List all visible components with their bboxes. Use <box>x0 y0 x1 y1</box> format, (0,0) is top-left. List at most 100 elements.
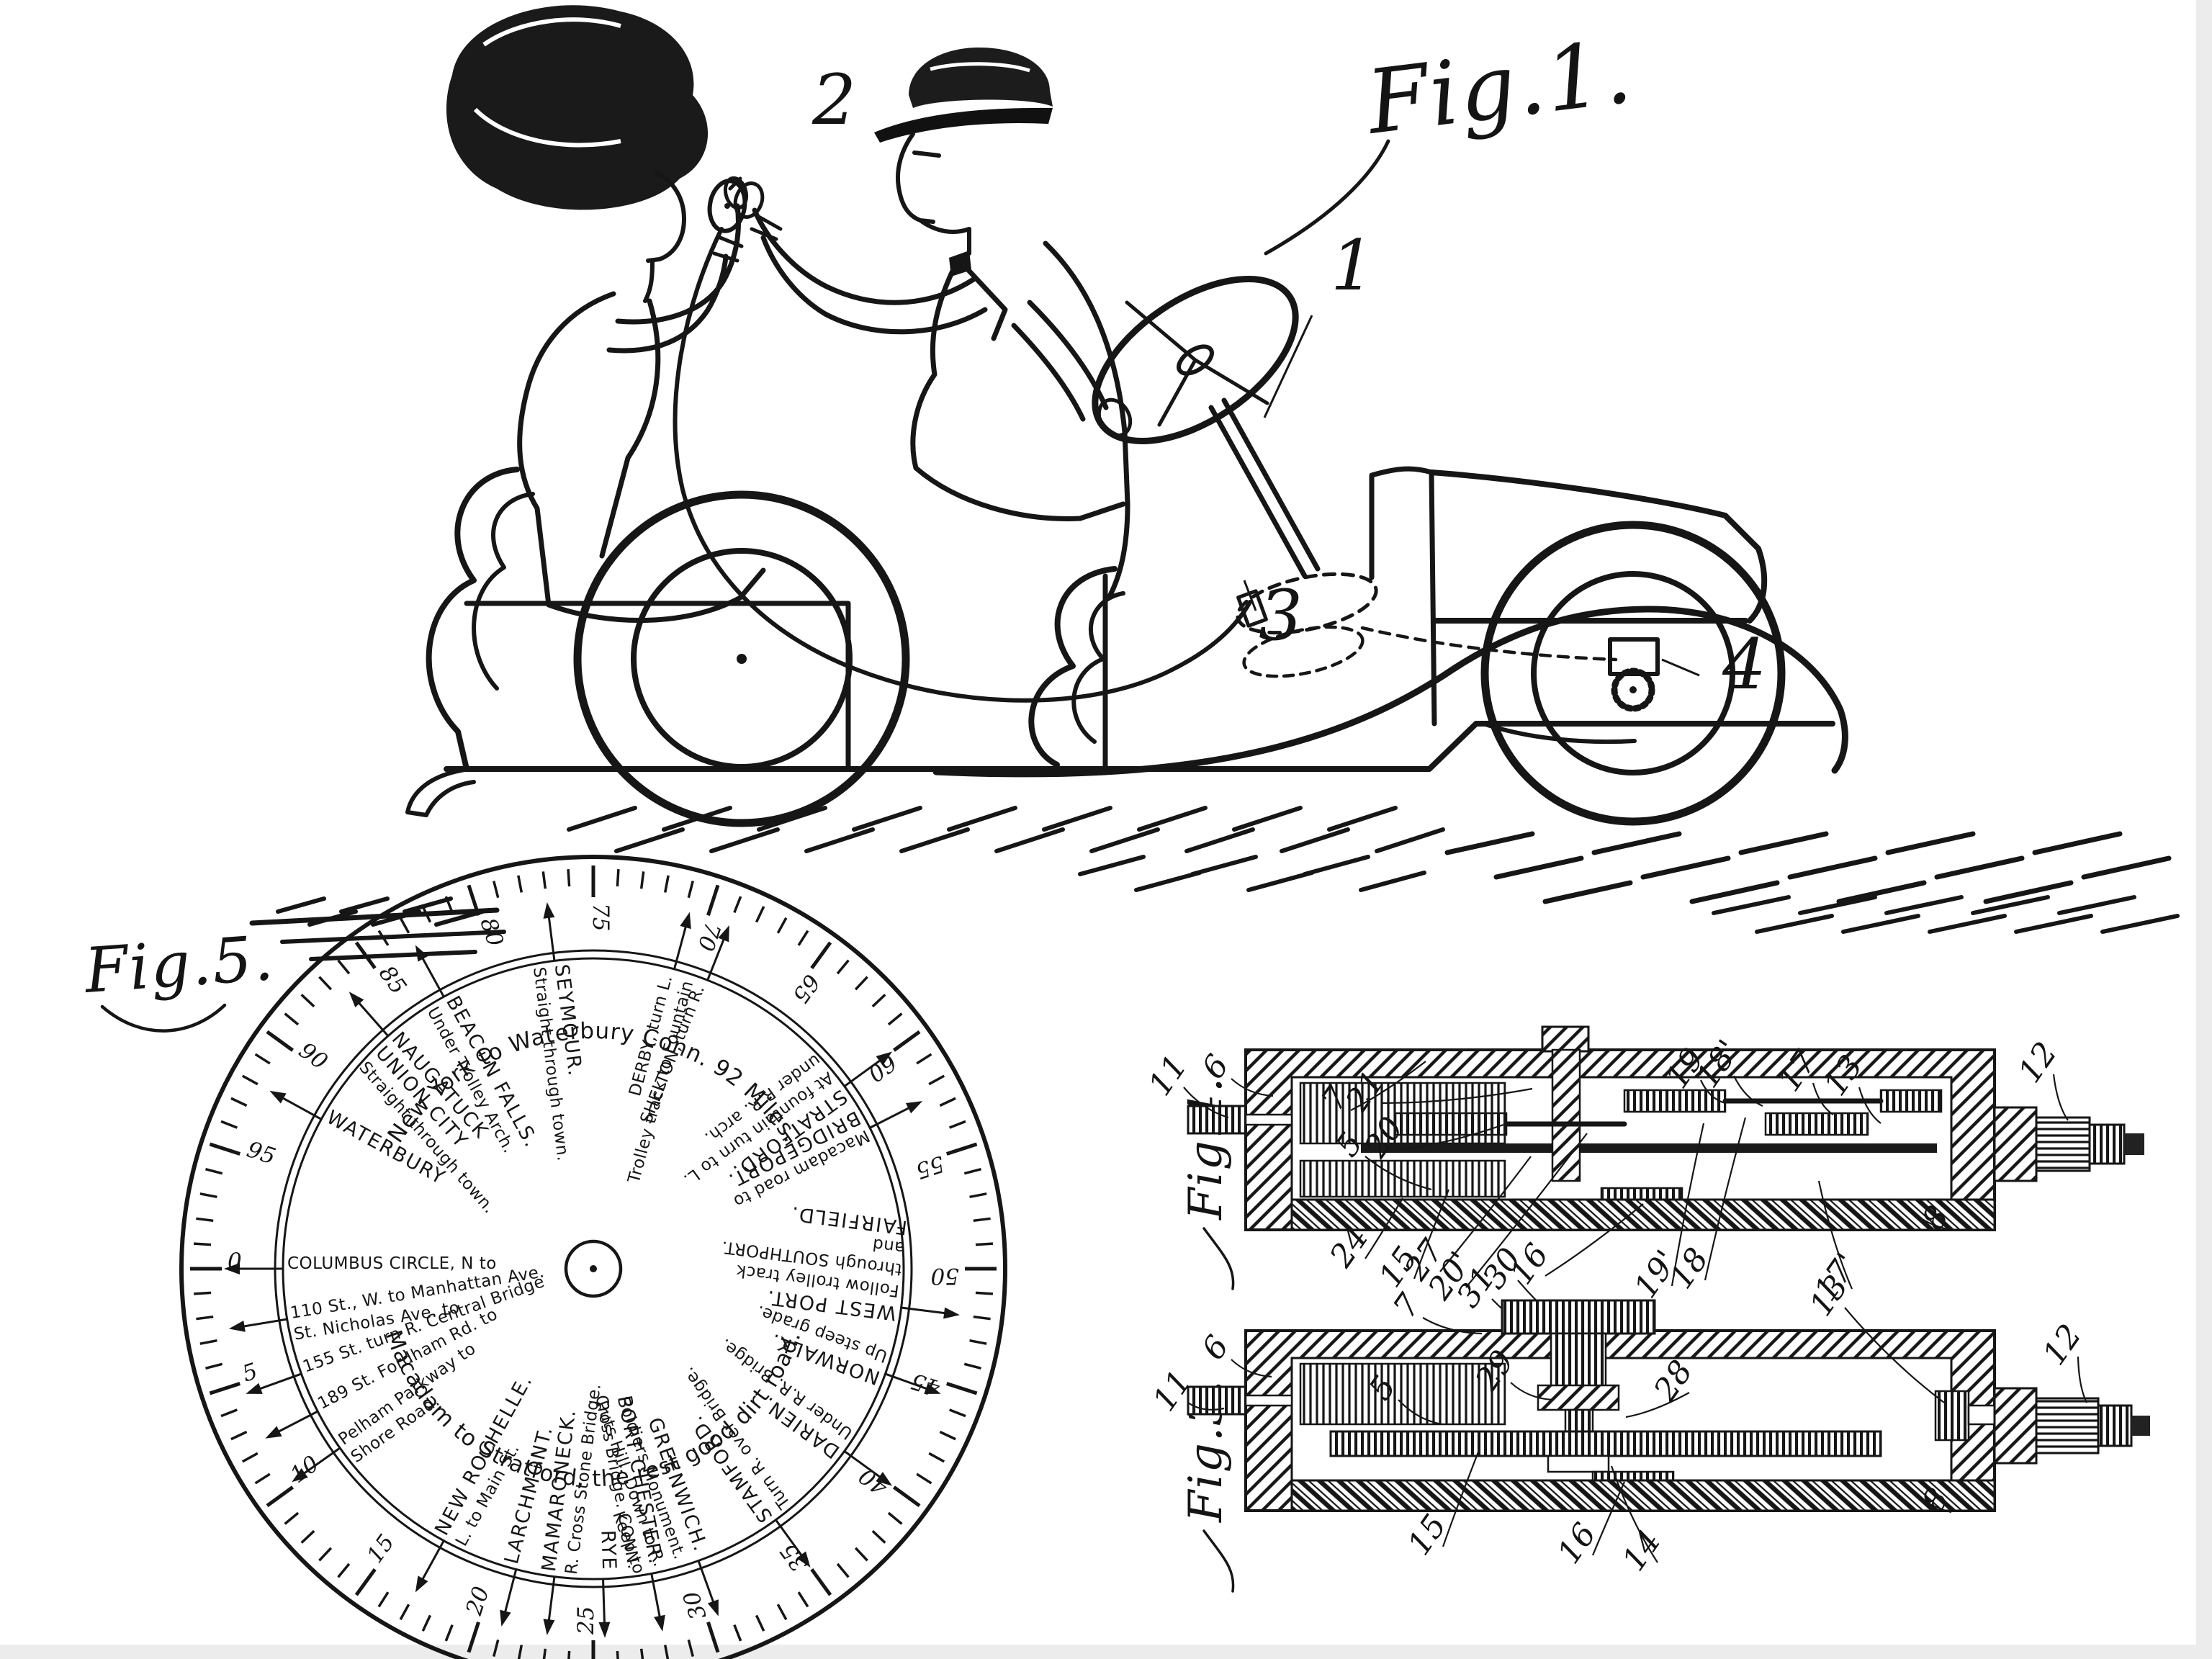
dial-entry-pointer <box>257 1372 302 1391</box>
dial-entry-pointer <box>706 937 726 980</box>
dial-major-tick <box>706 1621 720 1653</box>
ground-stroke <box>2100 914 2180 934</box>
dial-entry-arrowhead <box>598 1622 611 1638</box>
fig3-output-boss <box>1993 1387 2038 1465</box>
dial-minor-tick <box>220 1408 238 1418</box>
part-leader <box>1704 1117 1747 1281</box>
ground-stroke <box>1327 806 1398 832</box>
dial-minor-tick <box>205 1168 223 1175</box>
woman-arm <box>606 203 741 354</box>
fig4-plate <box>1361 1143 1937 1153</box>
dial-minor-tick <box>663 875 670 893</box>
dial-route-entry: DERBY, turn L.Trolley track to Fountain <box>624 973 697 1186</box>
part-leader <box>1610 1465 1658 1563</box>
ground-stroke <box>804 827 875 853</box>
dial-mile-label: 65 <box>787 969 824 1007</box>
dial-minor-tick <box>973 1315 991 1321</box>
dial-minor-tick <box>836 1563 850 1578</box>
ground-stroke <box>2081 855 2172 880</box>
dial-minor-tick <box>639 1648 644 1659</box>
ground-stroke <box>614 827 685 853</box>
dial-entry-arrowhead <box>543 902 555 919</box>
dial-major-tick <box>892 1485 921 1508</box>
ground-stroke <box>434 909 485 927</box>
woman-torso <box>517 291 661 608</box>
dial-minor-tick <box>973 1217 991 1223</box>
dial-mile-label: 80 <box>475 914 508 950</box>
part-leader <box>1465 1133 1588 1288</box>
ground-stroke <box>1884 895 1964 915</box>
front-fender <box>932 606 1848 778</box>
dial-minor-tick <box>541 871 547 889</box>
dial-major-tick <box>945 1142 978 1156</box>
dial-mile-label: 5 <box>239 1358 261 1387</box>
dial-minor-tick <box>254 1053 271 1065</box>
fig1-label: Fig.1. <box>1360 20 1637 154</box>
fig4-center-post <box>1551 1048 1581 1182</box>
ground-stroke <box>309 950 477 961</box>
part-leader <box>1422 1317 1483 1335</box>
fig4-top-bushing <box>1541 1025 1590 1053</box>
ground-stroke <box>1689 880 1780 904</box>
fig1-callout-4: 4 <box>1722 624 1766 705</box>
dial-entry-arrowhead <box>228 1320 246 1332</box>
part-leader <box>1364 1156 1432 1191</box>
part-leader <box>1844 1307 1945 1403</box>
dial-entry-arrowhead <box>246 1382 263 1394</box>
fig1-label-swash <box>1264 139 1390 256</box>
ground-stroke <box>1089 827 1160 853</box>
dial-minor-tick <box>220 1120 238 1129</box>
ground-stroke <box>1042 806 1112 832</box>
dial-minor-tick <box>493 1639 500 1657</box>
dial-minor-tick <box>939 1097 956 1107</box>
ground-stroke <box>1375 827 1445 853</box>
part-leader <box>1231 1078 1274 1097</box>
dial-route-entry: COLUMBUS CIRCLE, N to <box>287 1254 496 1273</box>
dial-minor-tick <box>963 1362 981 1370</box>
dial-minor-tick <box>887 1012 903 1026</box>
dial-entry-arrowhead <box>680 912 691 930</box>
dial-minor-tick <box>836 959 850 975</box>
dial-entry-arrowhead <box>654 1614 665 1632</box>
fig3-shaft-tip <box>2131 1416 2150 1436</box>
part-number-18: 18 <box>1663 1241 1716 1295</box>
ground-stroke <box>1591 831 1682 855</box>
ground-stroke <box>1542 880 1633 904</box>
dial-entry-pointer <box>503 1570 518 1614</box>
car-body <box>405 466 1848 817</box>
ground-stroke <box>1712 895 1791 915</box>
dial-minor-tick <box>205 1362 223 1370</box>
part-leader <box>1442 1449 1480 1547</box>
ground-stroke <box>1280 827 1350 853</box>
dial-minor-tick <box>254 1473 271 1485</box>
dial-entry-line: RYE <box>596 1529 620 1571</box>
dial-minor-tick <box>193 1291 212 1295</box>
ground-stroke <box>1246 871 1314 892</box>
dial-minor-tick <box>199 1339 217 1345</box>
dial-entry-arrowhead <box>292 1468 308 1483</box>
ground-stroke <box>1078 855 1146 876</box>
woman-hat <box>446 5 709 210</box>
dial-minor-tick <box>797 930 809 946</box>
device-cable <box>673 227 1252 703</box>
fig3-adjusting-screw <box>1550 1332 1607 1388</box>
dial-entry-arrowhead <box>924 1382 941 1394</box>
fig4-gear <box>1764 1112 1869 1136</box>
front-spring <box>1481 721 1637 745</box>
driver-torso <box>910 240 1130 601</box>
dial-minor-tick <box>616 1650 619 1659</box>
ground-stroke <box>1444 831 1535 855</box>
ground-stroke <box>1134 871 1202 892</box>
ground-stroke <box>339 896 390 914</box>
dial-minor-tick <box>687 1639 694 1657</box>
part-leader <box>1183 1087 1229 1119</box>
dial-mile-label: 30 <box>678 1588 711 1623</box>
ground-stroke <box>567 806 637 832</box>
dial-major-tick <box>209 1382 241 1395</box>
dial-minor-tick <box>337 1563 351 1578</box>
part-leader <box>1907 1485 1952 1514</box>
dial-minor-tick <box>687 881 694 899</box>
